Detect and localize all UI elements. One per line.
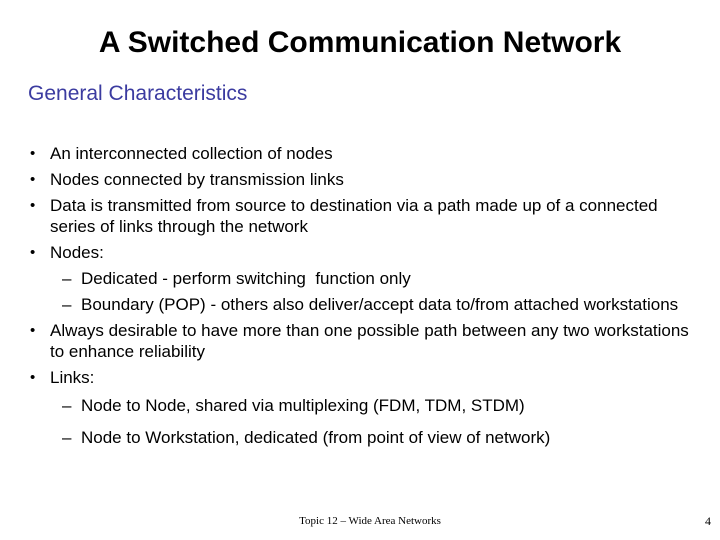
bullet-item: • Nodes connected by transmission links bbox=[30, 169, 700, 190]
page-number: 4 bbox=[705, 514, 711, 528]
dash-icon: – bbox=[62, 295, 72, 314]
sub-bullet-item: – Dedicated - perform switching function… bbox=[62, 268, 700, 289]
bullet-item: • An interconnected collection of nodes bbox=[30, 143, 700, 164]
bullet-item: • Always desirable to have more than one… bbox=[30, 320, 700, 362]
slide-subtitle: General Characteristics bbox=[28, 82, 248, 105]
bullet-text: Data is transmitted from source to desti… bbox=[50, 196, 663, 236]
bullet-text: Links: bbox=[50, 368, 95, 387]
bullet-dot-icon: • bbox=[30, 369, 36, 386]
bullet-dot-icon: • bbox=[30, 197, 36, 214]
bullet-text: Nodes connected by transmission links bbox=[50, 170, 344, 189]
bullet-item: • Nodes: bbox=[30, 242, 700, 263]
slide-title: A Switched Communication Network bbox=[98, 26, 622, 59]
bullet-list: • An interconnected collection of nodes … bbox=[0, 143, 700, 448]
footer-text: Topic 12 – Wide Area Networks bbox=[299, 515, 441, 527]
bullet-text: Always desirable to have more than one p… bbox=[50, 321, 694, 361]
bullet-text: Node to Workstation, dedicated (from poi… bbox=[81, 428, 551, 447]
bullet-text: Dedicated - perform switching function o… bbox=[81, 269, 411, 288]
dash-icon: – bbox=[62, 428, 72, 447]
bullet-text: An interconnected collection of nodes bbox=[50, 144, 333, 163]
bullet-dot-icon: • bbox=[30, 244, 36, 261]
bullet-dot-icon: • bbox=[30, 171, 36, 188]
bullet-dot-icon: • bbox=[30, 145, 36, 162]
sub-bullet-item: – Node to Node, shared via multiplexing … bbox=[62, 395, 700, 416]
bullet-text: Boundary (POP) - others also deliver/acc… bbox=[81, 295, 679, 314]
bullet-dot-icon: • bbox=[30, 322, 36, 339]
sub-bullet-item: – Node to Workstation, dedicated (from p… bbox=[62, 427, 700, 448]
dash-icon: – bbox=[62, 269, 72, 288]
dash-icon: – bbox=[62, 396, 72, 415]
bullet-item: • Links: bbox=[30, 367, 700, 388]
bullet-text: Node to Node, shared via multiplexing (F… bbox=[81, 396, 525, 415]
sub-bullet-item: – Boundary (POP) - others also deliver/a… bbox=[62, 294, 700, 315]
bullet-text: Nodes: bbox=[50, 243, 104, 262]
bullet-item: • Data is transmitted from source to des… bbox=[30, 195, 700, 237]
